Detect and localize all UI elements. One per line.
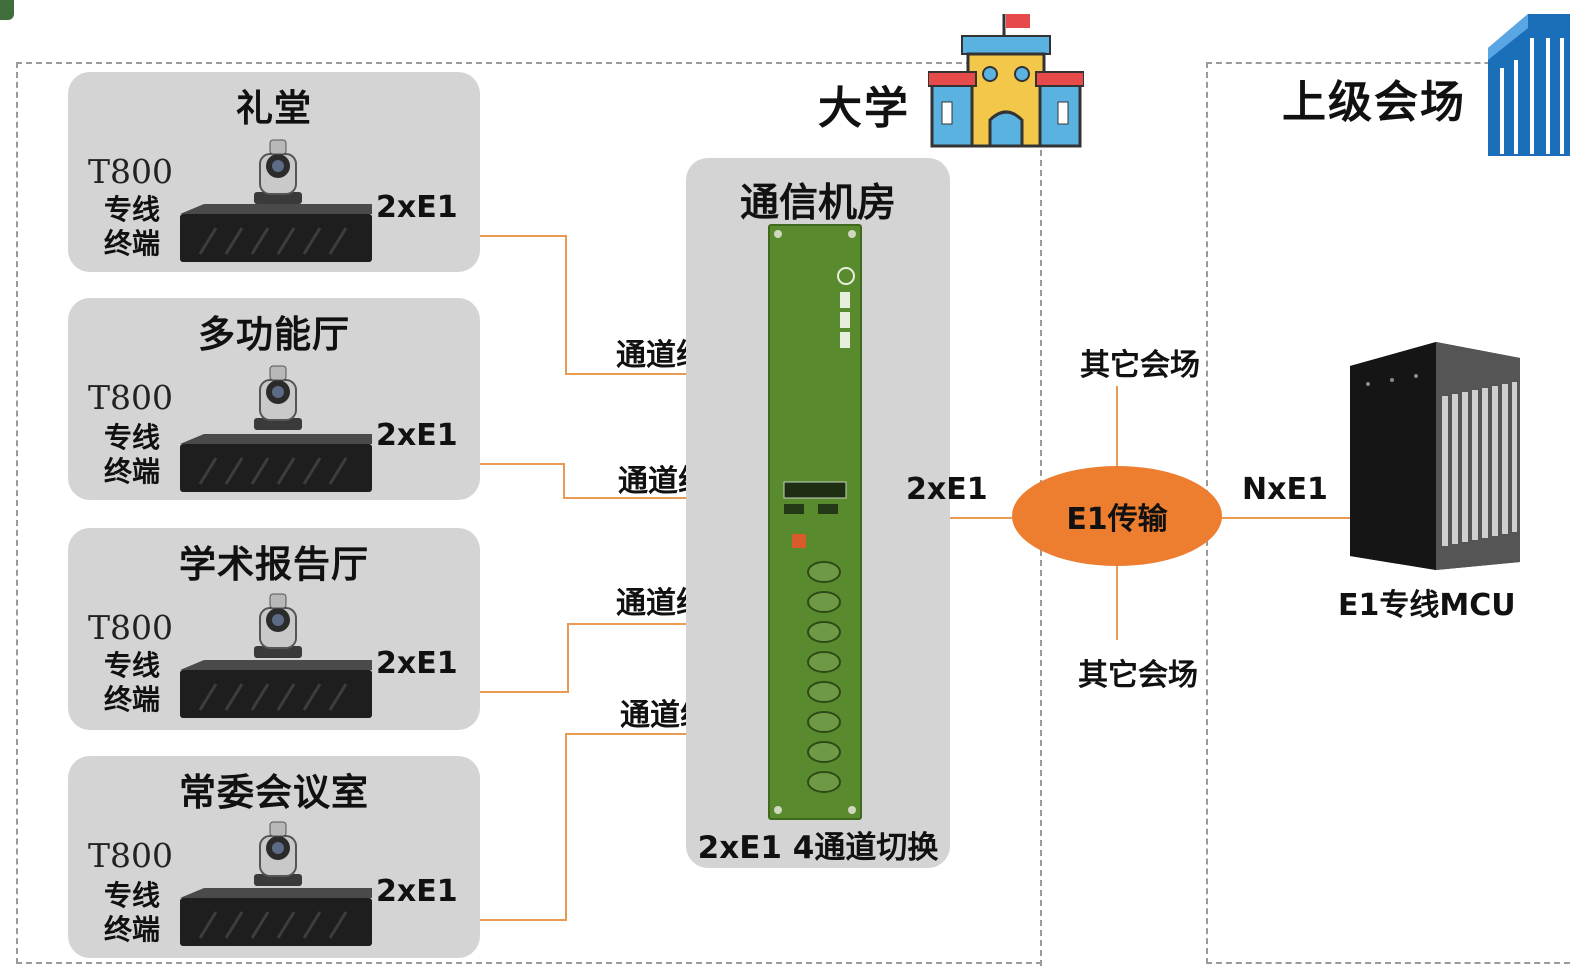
- ptz-camera-icon: [254, 821, 302, 886]
- terminal-label-line1: 专线: [104, 879, 161, 912]
- other-venue-label-top: 其它会场: [1080, 348, 1200, 383]
- ptz-camera-icon: [254, 593, 302, 658]
- venue-panel: 常委会议室 T800 专线 终端 2xE1: [68, 756, 480, 958]
- communication-room-title: 通信机房: [739, 181, 896, 226]
- school-building-icon: [928, 14, 1084, 148]
- terminal-model: T800: [88, 378, 173, 417]
- t800-terminal-icon: [180, 204, 372, 262]
- venue-link-label: 2xE1: [376, 874, 458, 909]
- e1-switch-board: [768, 224, 862, 820]
- t800-terminal-icon: [180, 888, 372, 946]
- terminal-label-line2: 终端: [104, 683, 161, 716]
- venue-title: 礼堂: [236, 87, 312, 130]
- upper-venue-title: 上级会场: [1282, 77, 1466, 128]
- terminal-model: T800: [88, 836, 173, 875]
- office-building-icon: [1488, 14, 1570, 156]
- mcu-chassis-icon: [1350, 342, 1520, 570]
- terminal-label-line2: 终端: [104, 913, 161, 946]
- uplink-label: 2xE1: [906, 472, 988, 507]
- university-region: [16, 62, 1042, 964]
- terminal-label-line2: 终端: [104, 455, 161, 488]
- terminal-label-line1: 专线: [104, 421, 161, 454]
- venue-panel: 礼堂 T800 专线 终端 2xE1: [68, 72, 480, 272]
- university-title: 大学: [818, 83, 910, 134]
- venue-link-label: 2xE1: [376, 190, 458, 225]
- ptz-camera-icon: [254, 365, 302, 430]
- ptz-camera-icon: [254, 139, 302, 204]
- venue-title: 学术报告厅: [179, 543, 369, 586]
- venue-panel: 多功能厅 T800 专线 终端 2xE1: [68, 298, 480, 500]
- venue-link-label: 2xE1: [376, 418, 458, 453]
- e1-transport-node: E1传输: [1012, 466, 1222, 566]
- communication-room-panel: 通信机房 2xE1 4通道切换: [686, 158, 950, 868]
- university-region-right-border: [1040, 140, 1042, 966]
- terminal-model: T800: [88, 608, 173, 647]
- other-venue-label-bottom: 其它会场: [1078, 658, 1198, 693]
- terminal-label-line1: 专线: [104, 649, 161, 682]
- switch-board-icon: [774, 230, 856, 814]
- switch-device-caption: 2xE1 4通道切换: [697, 830, 939, 866]
- terminal-label-line1: 专线: [104, 193, 161, 226]
- venue-link-label: 2xE1: [376, 646, 458, 681]
- t800-terminal-icon: [180, 434, 372, 492]
- mcu-link-label: NxE1: [1242, 472, 1328, 507]
- mcu-label: E1专线MCU: [1338, 588, 1516, 623]
- t800-terminal-icon: [180, 660, 372, 718]
- terminal-label-line2: 终端: [104, 227, 161, 260]
- terminal-model: T800: [88, 152, 173, 191]
- venue-panel: 学术报告厅 T800 专线 终端 2xE1: [68, 528, 480, 730]
- venue-title: 多功能厅: [198, 313, 350, 356]
- venue-title: 常委会议室: [179, 771, 369, 814]
- corner-marker: [0, 0, 14, 20]
